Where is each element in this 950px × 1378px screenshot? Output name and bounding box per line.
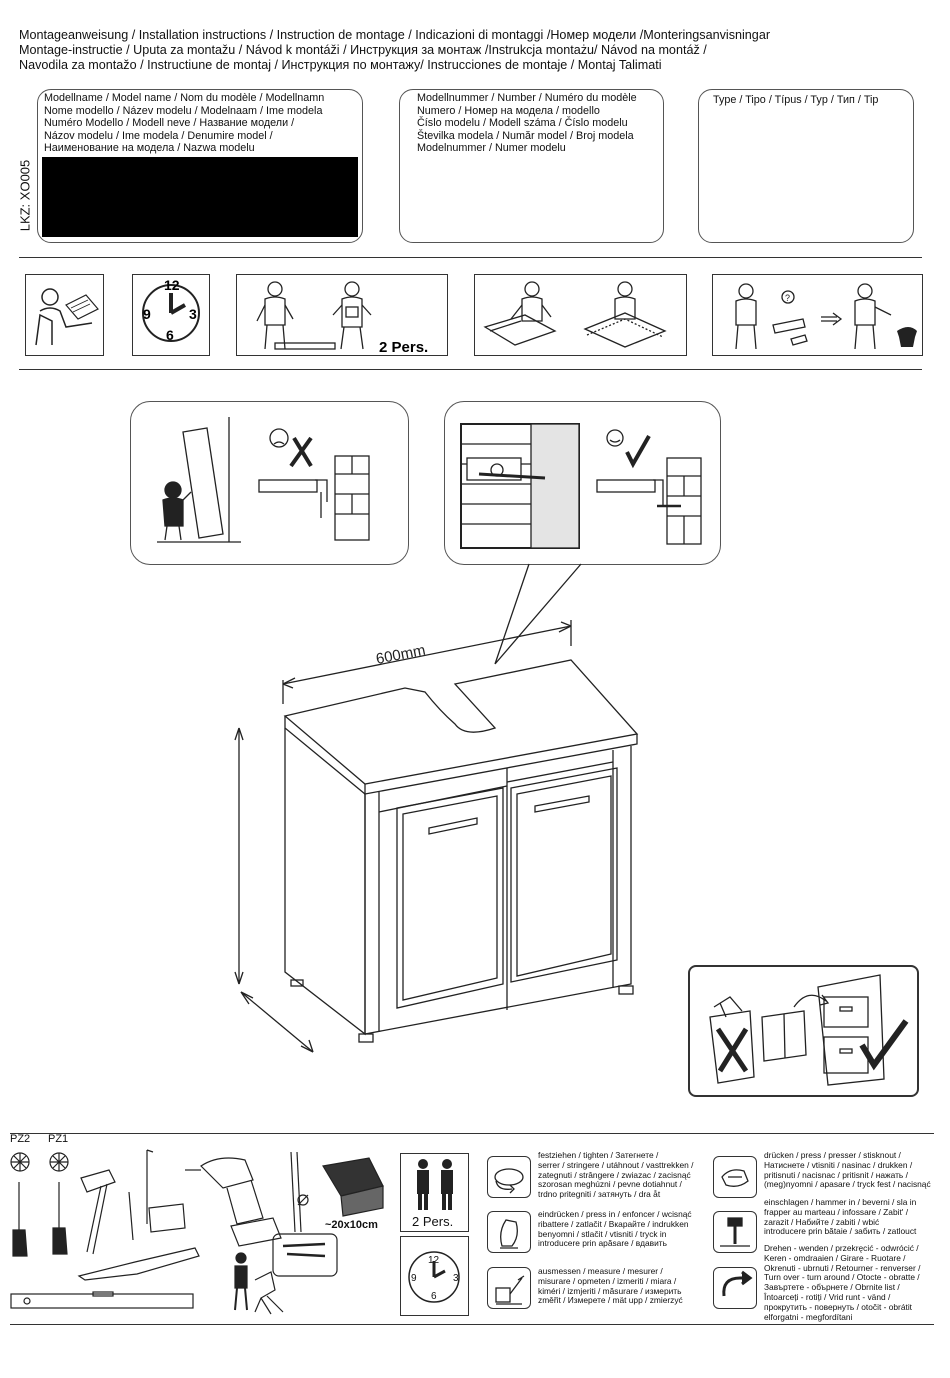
model-number-line: Číslo modelu / Modell száma / Číslo mode… [417, 117, 628, 130]
model-number-line: Modellnummer / Number / Numéro du modèle [417, 92, 637, 104]
two-persons-label: 2 Pers. [379, 339, 428, 355]
clock-9: 9 [411, 1273, 417, 1284]
legend-line: ausmessen / measure / mesurer / [538, 1266, 663, 1276]
two-persons-icon: 2 Pers. [236, 274, 448, 356]
legend-line: zarazit / Набийте / zabiti / wbić [764, 1216, 880, 1227]
divider-footer [10, 1324, 934, 1325]
pz2-label: PZ2 [10, 1133, 31, 1145]
legend-line: Завъртете - обърнете / Obrnite list / [764, 1282, 900, 1293]
legend-line: pritisnuti / nacisnac / pritisnit / нажа… [764, 1169, 908, 1180]
model-number-line: Številka modela / Număr model / Broj mod… [417, 129, 634, 142]
legend-line: Okrenuti - ubrnuti / Retourner - renvers… [764, 1262, 921, 1273]
two-persons-required-label: 2 Pers. [412, 1214, 453, 1229]
divider-bottom [10, 1133, 934, 1134]
pz1-label: PZ1 [48, 1133, 69, 1145]
legend-line: Întoarceți - rotiți / Vrid runt - vänd / [764, 1291, 891, 1302]
assembly-time-clock-icon: 12 3 6 9 [400, 1236, 469, 1316]
legend-line: festziehen / tighten / Затегнете / [538, 1150, 659, 1160]
model-name-line: Nome modello / Název modelu / Modelnaam … [44, 104, 323, 117]
legend-line: ribattere / zatlačit / Вкарайте / indruk… [538, 1218, 689, 1229]
legend-line: trdno pritegniti / затянуть / dra åt [538, 1189, 661, 1200]
legend-line: misurare / opmeten / izmeriti / miara / [538, 1275, 677, 1286]
push-icon [713, 1156, 757, 1198]
model-name-redacted-area [42, 157, 358, 237]
svg-text:12: 12 [164, 277, 180, 293]
svg-text:3: 3 [189, 306, 197, 322]
svg-text:?: ? [785, 293, 790, 303]
lkz-code: LKZ: XO005 [17, 159, 33, 232]
hammer-in-icon [713, 1211, 757, 1253]
divider-top [19, 257, 922, 258]
tools-drawing: ~20x10cm [10, 1149, 384, 1315]
model-name-box: Modellname / Model name / Nom du modèle … [37, 89, 363, 243]
legend-hammer: einschlagen / hammer in / beverni / sla … [764, 1197, 917, 1237]
legend-line: Натиснете / vtisniti / nasinac / drukken… [764, 1159, 913, 1170]
legend-line: drücken / press / presser / stisknout / [764, 1150, 901, 1160]
tighten-icon [487, 1156, 531, 1198]
header-line-1: Montageanweisung / Installation instruct… [19, 28, 771, 42]
legend-line: прокрутить - повернуть / otočit - obráti… [764, 1301, 913, 1312]
legend-line: serrer / stringere / utáhnout / vasttrek… [538, 1159, 694, 1170]
turn-over-icon [713, 1267, 757, 1309]
model-name-line: Numéro Modello / Modell neve / Название … [44, 117, 295, 130]
header-line-3: Navodila za montažo / Instructiune de mo… [19, 58, 662, 72]
model-number-line: Modelnummer / Numer modelu [417, 142, 566, 155]
legend-line: introducere prin apăsare / вдавить [538, 1238, 667, 1249]
clock-6: 6 [431, 1291, 437, 1302]
clock-12: 12 [428, 1255, 440, 1266]
model-name-line: Modellname / Model name / Nom du modèle … [44, 92, 325, 104]
legend-line: (meg)nyomni / apasare / tryck fest / nac… [764, 1179, 931, 1190]
legend-line: Keren - omdraaien / Girare - Ruotare / [764, 1252, 906, 1263]
read-instructions-icon [25, 274, 104, 356]
legend-measure: ausmessen / measure / mesurer / misurare… [538, 1266, 683, 1306]
width-dimension-label: 600mm [375, 642, 427, 668]
legend-press: eindrücken / press in / enfoncer / wcisn… [538, 1209, 692, 1249]
model-name-line: Наименование на модела / Nazwa modelu [44, 142, 255, 155]
legend-line: kiméri / izmjeriti / măsurare / измерить [538, 1285, 682, 1296]
legend-line: frapper au marteau / infossare / Zabit' … [764, 1206, 909, 1217]
correct-mounting-panel [444, 401, 721, 565]
dowel-size-label: ~20x10cm [325, 1219, 378, 1231]
legend-line: zategnuti / strângere / zwiazac / zacisn… [538, 1169, 691, 1180]
legend-line: Turn over - turn around / Otocte - obrat… [764, 1272, 920, 1283]
missing-parts-call-icon: ? [712, 274, 923, 356]
svg-text:9: 9 [143, 306, 151, 322]
wrong-mounting-panel [130, 401, 409, 565]
legend-line: Drehen - wenden / przekręcić - odwrócić … [764, 1243, 919, 1253]
type-line: Type / Tipo / Típus / Typ / Тип / Tip [713, 94, 879, 106]
model-name-line: Názov modelu / Ime modela / Denumire mod… [44, 129, 273, 142]
clock-time-icon: 12 3 6 9 [132, 274, 210, 356]
clock-3: 3 [453, 1273, 459, 1284]
legend-turn: Drehen - wenden / przekręcić - odwrócić … [764, 1243, 921, 1322]
keep-instructions-panel [688, 965, 919, 1097]
press-in-icon [487, 1211, 531, 1253]
header-line-2: Montage-instructie / Uputa za montažu / … [19, 43, 707, 57]
legend-line: szorosan meghúzni / pevne dotiahnut / [538, 1179, 682, 1190]
cabinet-drawing: 600mm [234, 563, 639, 1053]
measure-icon [487, 1267, 531, 1309]
legend-line: benyomni / stlačit / vtisniti / tryck in [538, 1228, 667, 1239]
divider-mid [19, 369, 922, 370]
header-title-block: Montageanweisung / Installation instruct… [19, 28, 939, 73]
model-number-box: Modellnummer / Number / Numéro du modèle… [399, 89, 664, 243]
legend-push: drücken / press / presser / stisknout / … [764, 1150, 931, 1190]
svg-text:6: 6 [166, 327, 174, 343]
legend-line: eindrücken / press in / enfoncer / wcisn… [538, 1209, 692, 1219]
legend-line: einschlagen / hammer in / beverni / sla … [764, 1197, 917, 1207]
model-number-line: Numero / Номер на модела / modello [417, 104, 600, 117]
legend-tighten: festziehen / tighten / Затегнете / serre… [538, 1150, 694, 1200]
type-box: Type / Tipo / Típus / Typ / Тип / Tip [698, 89, 914, 243]
legend-line: elforgatni - megfordítani [764, 1311, 853, 1322]
two-persons-required-icon: 2 Pers. [400, 1153, 469, 1232]
unpack-on-floor-icon [474, 274, 687, 356]
legend-line: změřit / Измерете / mät upp / zmierzyć [538, 1295, 683, 1306]
legend-line: introducere prin bătaie / забить / zatlo… [764, 1226, 917, 1237]
